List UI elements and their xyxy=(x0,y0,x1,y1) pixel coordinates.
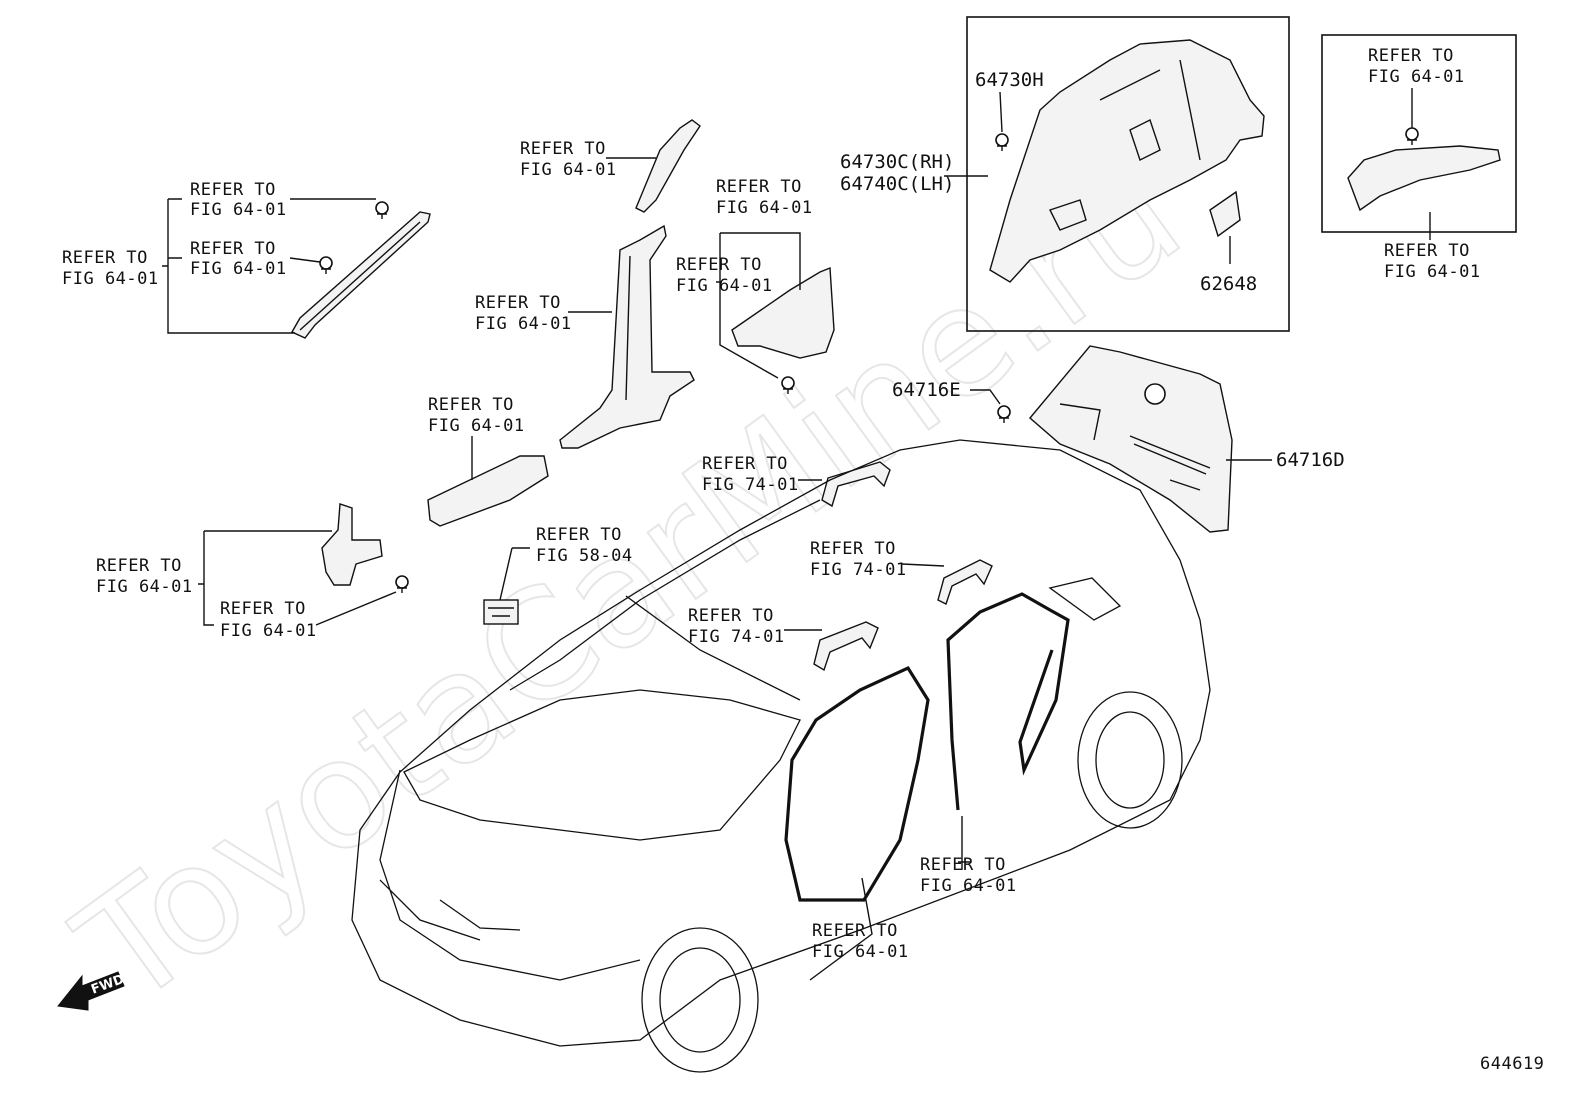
refer-label: REFER TO xyxy=(1368,46,1454,66)
refer-label: FIG 74-01 xyxy=(810,560,907,580)
vehicle-outline xyxy=(351,439,1211,1073)
refer-label: FIG 74-01 xyxy=(688,627,785,647)
refer-label: REFER TO xyxy=(812,921,898,941)
switch-group: REFER TO FIG 58-04 xyxy=(483,525,633,625)
assist-grip-group: REFER TO FIG 74-01 REFER TO FIG 74-01 RE… xyxy=(688,454,993,672)
assist-grip[interactable] xyxy=(937,559,993,605)
part-number: 64740C(LH) xyxy=(840,173,954,195)
detail-box xyxy=(1321,34,1517,233)
trim-cover[interactable] xyxy=(1209,190,1241,238)
refer-label: REFER TO xyxy=(536,525,622,545)
clip-icon xyxy=(997,405,1011,423)
rear-wheel-icon xyxy=(1077,691,1183,829)
scuff-plate-group: REFER TO FIG 64-01 xyxy=(427,395,549,527)
clip-icon xyxy=(395,575,409,593)
switch-part[interactable] xyxy=(483,599,519,625)
part-number: 62648 xyxy=(1200,273,1257,295)
part-number: 64716E xyxy=(892,379,961,401)
front-pillar-garnish-group: REFER TO FIG 64-01 REFER TO FIG 64-01 RE… xyxy=(62,180,431,339)
refer-label: FIG 64-01 xyxy=(190,200,287,220)
deck-trim-group: 64716E 64716D xyxy=(892,345,1345,533)
refer-label: REFER TO xyxy=(220,599,306,619)
refer-label: FIG 64-01 xyxy=(1384,262,1481,282)
assist-grip[interactable] xyxy=(821,461,891,508)
assist-grip[interactable] xyxy=(813,621,879,672)
part-number: 64730C(RH) xyxy=(840,151,954,173)
detail-box-right: REFER TO FIG 64-01 REFER TO FIG 64-01 xyxy=(1321,34,1517,282)
cowl-side-trim-group: REFER TO FIG 64-01 REFER TO FIG 64-01 xyxy=(96,503,409,641)
detail-box xyxy=(966,16,1290,332)
refer-label: REFER TO xyxy=(96,556,182,576)
front-door-weatherstrip[interactable] xyxy=(784,665,930,902)
refer-label: REFER TO xyxy=(676,255,762,275)
cowl-side-trim[interactable] xyxy=(321,503,383,586)
refer-label: FIG 64-01 xyxy=(428,416,525,436)
refer-label: REFER TO xyxy=(190,239,276,259)
scuff-plate[interactable] xyxy=(427,455,549,527)
center-pillar-garnish[interactable] xyxy=(559,224,695,449)
refer-label: REFER TO xyxy=(428,395,514,415)
refer-label: FIG 64-01 xyxy=(920,876,1017,896)
refer-label: FIG 64-01 xyxy=(520,160,617,180)
quarter-trim-upper-group: REFER TO FIG 64-01 REFER TO FIG 64-01 xyxy=(676,177,835,394)
refer-label: REFER TO xyxy=(702,454,788,474)
clip-icon xyxy=(1405,127,1419,145)
clip-icon xyxy=(319,256,333,274)
refer-label: REFER TO xyxy=(688,606,774,626)
refer-label: FIG 58-04 xyxy=(536,546,633,566)
part-number: 64716D xyxy=(1276,449,1345,471)
trim-piece[interactable] xyxy=(1347,145,1501,212)
clip-icon xyxy=(995,133,1009,151)
refer-label: FIG 64-01 xyxy=(475,314,572,334)
deck-trim-panel[interactable] xyxy=(1029,345,1233,533)
refer-label: FIG 64-01 xyxy=(716,198,813,218)
refer-label: REFER TO xyxy=(810,539,896,559)
refer-label: FIG 64-01 xyxy=(1368,67,1465,87)
upper-pillar-group: REFER TO FIG 64-01 xyxy=(520,119,701,213)
refer-label: FIG 64-01 xyxy=(190,259,287,279)
refer-label: REFER TO xyxy=(920,855,1006,875)
refer-label: FIG 64-01 xyxy=(96,577,193,597)
figure-number: 644619 xyxy=(1480,1054,1544,1074)
refer-label: REFER TO xyxy=(520,139,606,159)
refer-label: REFER TO xyxy=(62,248,148,268)
upper-pillar-garnish[interactable] xyxy=(635,119,701,213)
clip-icon xyxy=(781,376,795,394)
front-wheel-icon xyxy=(641,927,759,1073)
center-pillar-group: REFER TO FIG 64-01 xyxy=(475,224,695,449)
refer-label: FIG 74-01 xyxy=(702,475,799,495)
refer-label: REFER TO xyxy=(716,177,802,197)
clip-icon xyxy=(375,201,389,219)
part-number: 64730H xyxy=(975,69,1044,91)
quarter-trim-upper[interactable] xyxy=(731,266,835,359)
refer-label: FIG 64-01 xyxy=(220,621,317,641)
refer-label: FIG 64-01 xyxy=(62,269,159,289)
refer-label: FIG 64-01 xyxy=(676,276,773,296)
quarter-trim-box: 64730H 64730C(RH) 64740C(LH) 62648 xyxy=(840,16,1290,332)
quarter-trim-panel[interactable] xyxy=(989,39,1265,283)
refer-label: REFER TO xyxy=(190,180,276,200)
refer-label: FIG 64-01 xyxy=(812,942,909,962)
rear-door-weatherstrip[interactable] xyxy=(946,592,1070,811)
weatherstrip-group: REFER TO FIG 64-01 REFER TO FIG 64-01 xyxy=(784,592,1070,981)
refer-label: REFER TO xyxy=(1384,241,1470,261)
refer-label: REFER TO xyxy=(475,293,561,313)
